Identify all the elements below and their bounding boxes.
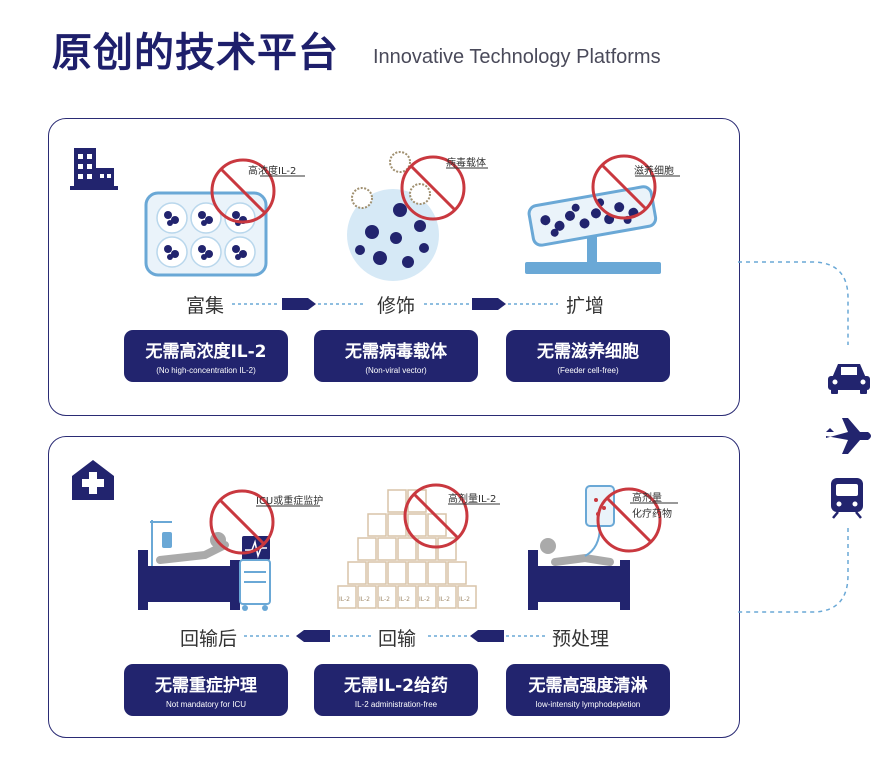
- vial-label: IL-2: [399, 596, 410, 603]
- building-icon: [70, 148, 118, 190]
- no-il2-dosing-forbid-icon: [403, 483, 469, 549]
- car-icon: [828, 364, 870, 394]
- chemo-bed-illustration: [528, 485, 630, 610]
- step-expansion: 扩增: [566, 295, 605, 317]
- chemo-drug-label: 化疗药物: [632, 509, 672, 520]
- feeder-cell-label: 滋养细胞: [634, 166, 674, 177]
- step-infusion: 回输: [378, 628, 417, 650]
- step-enrichment: 富集: [186, 295, 225, 317]
- top-flow-arrow-2: [424, 298, 558, 310]
- badge-subtitle: low-intensity lymphodepletion: [535, 700, 641, 709]
- step-post-infusion: 回输后: [180, 628, 238, 650]
- transport-connector-bottom: [738, 528, 849, 613]
- vial-label: IL-2: [419, 596, 430, 603]
- bioreactor-illustration: [525, 185, 661, 274]
- badge-low-intensity-lymphodepletion: 无需高强度清淋 low-intensity lymphodepletion: [506, 664, 670, 716]
- badge-subtitle: IL-2 administration-free: [354, 700, 438, 709]
- page-title: 原创的技术平台: [52, 30, 339, 76]
- step-preconditioning: 预处理: [552, 628, 610, 650]
- hospital-icon: [72, 460, 114, 500]
- well-plate-illustration: [144, 191, 268, 277]
- badge-no-feeder-cell: 无需滋养细胞 (Feeder cell-free): [506, 330, 670, 382]
- no-chemo-forbid-icon: [596, 487, 662, 553]
- badge-no-icu: 无需重症护理 Not mandatory for ICU: [124, 664, 288, 716]
- badge-no-il2: 无需高浓度IL-2 (No high-concentration IL-2): [124, 330, 288, 382]
- icu-bed-illustration: [138, 520, 271, 611]
- page-subtitle: Innovative Technology Platforms: [373, 46, 661, 68]
- badge-no-viral-vector: 无需病毒载体 (Non-viral vector): [314, 330, 478, 382]
- vial-label: IL-2: [379, 596, 390, 603]
- no-feeder-cell-forbid-icon: [591, 154, 657, 220]
- train-icon: [831, 478, 863, 519]
- badge-title: 无需滋养细胞: [537, 342, 639, 362]
- badge-no-il2-dosing: 无需IL-2给药 IL-2 administration-free: [314, 664, 478, 716]
- badge-subtitle: (No high-concentration IL-2): [156, 366, 256, 375]
- badge-title: 无需高浓度IL-2: [145, 342, 267, 362]
- bottom-flow-arrow-2: [428, 630, 548, 642]
- badge-title: 无需病毒载体: [345, 342, 447, 362]
- badge-title: 无需高强度清淋: [528, 676, 648, 696]
- virus-cell-illustration: [347, 151, 439, 281]
- vial-label: IL-2: [459, 596, 470, 603]
- vial-label: IL-2: [439, 596, 450, 603]
- high-dose-label: 高剂量: [632, 493, 662, 504]
- transport-connector-top: [738, 261, 849, 345]
- bottom-flow-arrow-1: [244, 630, 374, 642]
- badge-subtitle: (Non-viral vector): [365, 366, 427, 375]
- no-icu-forbid-icon: [209, 489, 275, 555]
- no-viral-vector-forbid-icon: [400, 155, 466, 221]
- step-modification: 修饰: [377, 295, 416, 317]
- vial-label: IL-2: [359, 596, 370, 603]
- vial-label: IL-2: [339, 596, 350, 603]
- il2-label: 高浓度IL-2: [248, 166, 297, 177]
- il2-vial-labels: IL-2 IL-2 IL-2 IL-2 IL-2 IL-2 IL-2: [339, 596, 470, 603]
- high-dose-il2-label: 高剂量IL-2: [448, 494, 497, 505]
- badge-subtitle: (Feeder cell-free): [557, 366, 619, 375]
- badge-title: 无需重症护理: [155, 676, 257, 696]
- top-flow-arrow-1: [232, 298, 366, 310]
- badge-subtitle: Not mandatory for ICU: [165, 700, 247, 709]
- no-il2-forbid-icon: [210, 158, 276, 224]
- badge-title: 无需IL-2给药: [343, 676, 449, 696]
- airplane-icon: [826, 418, 871, 454]
- icu-label: ICU或重症监护: [256, 496, 324, 507]
- viral-vector-label: 病毒载体: [446, 158, 486, 169]
